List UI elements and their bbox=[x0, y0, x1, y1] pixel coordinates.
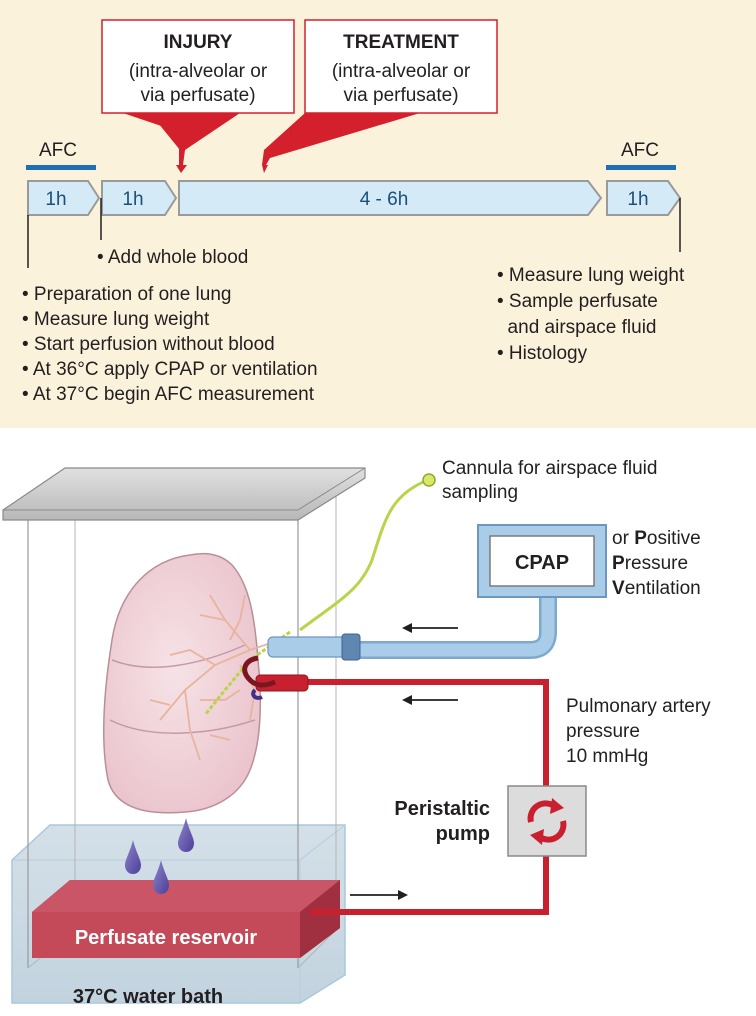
flow-arrows bbox=[350, 623, 458, 900]
injury-callout: INJURY (intra-alveolar or via perfusate) bbox=[101, 19, 295, 173]
rotation-icon bbox=[527, 798, 567, 845]
start-steps-list: • Preparation of one lung • Measure lung… bbox=[22, 284, 318, 405]
perfusate-drops bbox=[125, 818, 194, 894]
drop-2 bbox=[125, 840, 141, 874]
airway-flow-arrow bbox=[402, 623, 412, 633]
treatment-title: TREATMENT bbox=[343, 32, 459, 53]
cpap-label: CPAP bbox=[515, 552, 569, 574]
ppv-p1: P bbox=[634, 528, 647, 549]
end-steps-list: • Measure lung weight • Sample perfusate… bbox=[497, 265, 685, 364]
segment-3 bbox=[178, 180, 603, 216]
svg-text:Ventilation: Ventilation bbox=[612, 578, 701, 599]
drop-1 bbox=[178, 818, 194, 852]
end-step-2: • Sample perfusate bbox=[497, 291, 658, 312]
cpap-device: CPAP bbox=[477, 524, 607, 598]
end-step-1: • Measure lung weight bbox=[497, 265, 685, 286]
afc-left-label: AFC bbox=[39, 140, 77, 161]
ppv-r2: ressure bbox=[625, 553, 688, 574]
injury-line-1: (intra-alveolar or bbox=[129, 61, 268, 82]
reservoir-label: Perfusate reservoir bbox=[75, 927, 258, 949]
svg-text:Pressure: Pressure bbox=[612, 553, 688, 574]
pressure-label-3: 10 mmHg bbox=[566, 746, 648, 767]
start-step-5: • At 37°C begin AFC measurement bbox=[22, 384, 315, 405]
timeline-segments: 1h 1h 4 - 6h 1h bbox=[27, 180, 682, 216]
afc-right-label: AFC bbox=[621, 140, 659, 161]
ppv-label: or Positive Pressure Ventilation bbox=[612, 528, 701, 599]
segment-1-label: 1h bbox=[45, 189, 66, 210]
end-step-4: • Histology bbox=[497, 343, 588, 364]
pump-label-1: Peristaltic bbox=[394, 798, 490, 820]
injury-line-2: via perfusate) bbox=[140, 85, 255, 106]
peristaltic-pump bbox=[507, 785, 587, 857]
ppv-or: or bbox=[612, 528, 634, 549]
cannula-tip bbox=[422, 473, 436, 487]
airway-tube bbox=[267, 595, 557, 661]
start-step-4: • At 36°C apply CPAP or ventilation bbox=[22, 359, 318, 380]
lung-lobe bbox=[102, 552, 262, 814]
treatment-callout: TREATMENT (intra-alveolar or via perfusa… bbox=[262, 19, 498, 173]
pressure-label-1: Pulmonary artery bbox=[566, 696, 711, 717]
cannula-label-2: sampling bbox=[442, 482, 518, 503]
end-step-3: and airspace fluid bbox=[497, 317, 657, 338]
afc-left-bar bbox=[26, 165, 96, 170]
cannula-line bbox=[299, 478, 429, 632]
segment-3-label: 4 - 6h bbox=[360, 189, 409, 210]
pressure-label-2: pressure bbox=[566, 721, 640, 742]
chamber-lid bbox=[2, 467, 366, 521]
treatment-box bbox=[304, 19, 498, 114]
ppv-r1: ositive bbox=[647, 528, 701, 549]
segment-4 bbox=[606, 180, 682, 216]
start-step-2: • Measure lung weight bbox=[22, 309, 210, 330]
treatment-line-2: via perfusate) bbox=[343, 85, 458, 106]
ppv-v: V bbox=[612, 578, 625, 599]
segment-2 bbox=[101, 180, 178, 216]
injury-title: INJURY bbox=[164, 32, 233, 53]
drop-3 bbox=[153, 860, 169, 894]
bronchial-tree bbox=[149, 594, 281, 761]
apparatus: Perfusate reservoir 37°C water bath bbox=[2, 458, 711, 1008]
water-bath-label: 37°C water bath bbox=[73, 986, 223, 1008]
pump-label-2: pump bbox=[436, 823, 490, 845]
perfusion-chamber bbox=[2, 467, 366, 969]
ppv-p2: P bbox=[612, 553, 625, 574]
lung bbox=[102, 552, 291, 814]
start-step-3: • Start perfusion without blood bbox=[22, 334, 275, 355]
cannula-label-1: Cannula for airspace fluid bbox=[442, 458, 657, 479]
arterial-flow-arrow bbox=[402, 695, 412, 705]
afc-right-bar bbox=[606, 165, 676, 170]
perfusate-reservoir: Perfusate reservoir bbox=[32, 880, 340, 958]
timeline-panel: INJURY (intra-alveolar or via perfusate)… bbox=[0, 0, 756, 428]
svg-text:or Positive: or Positive bbox=[612, 528, 701, 549]
segment-4-label: 1h bbox=[627, 189, 648, 210]
segment-1 bbox=[27, 180, 101, 216]
treatment-pointer bbox=[262, 113, 420, 165]
ppv-r3: entilation bbox=[625, 578, 701, 599]
injury-box bbox=[101, 19, 295, 114]
reservoir-flow-arrow bbox=[398, 890, 408, 900]
add-blood-note: • Add whole blood bbox=[97, 247, 248, 268]
start-step-1: • Preparation of one lung bbox=[22, 284, 231, 305]
perfusate-loop bbox=[242, 655, 549, 915]
treatment-line-1: (intra-alveolar or bbox=[332, 61, 471, 82]
segment-2-label: 1h bbox=[122, 189, 143, 210]
